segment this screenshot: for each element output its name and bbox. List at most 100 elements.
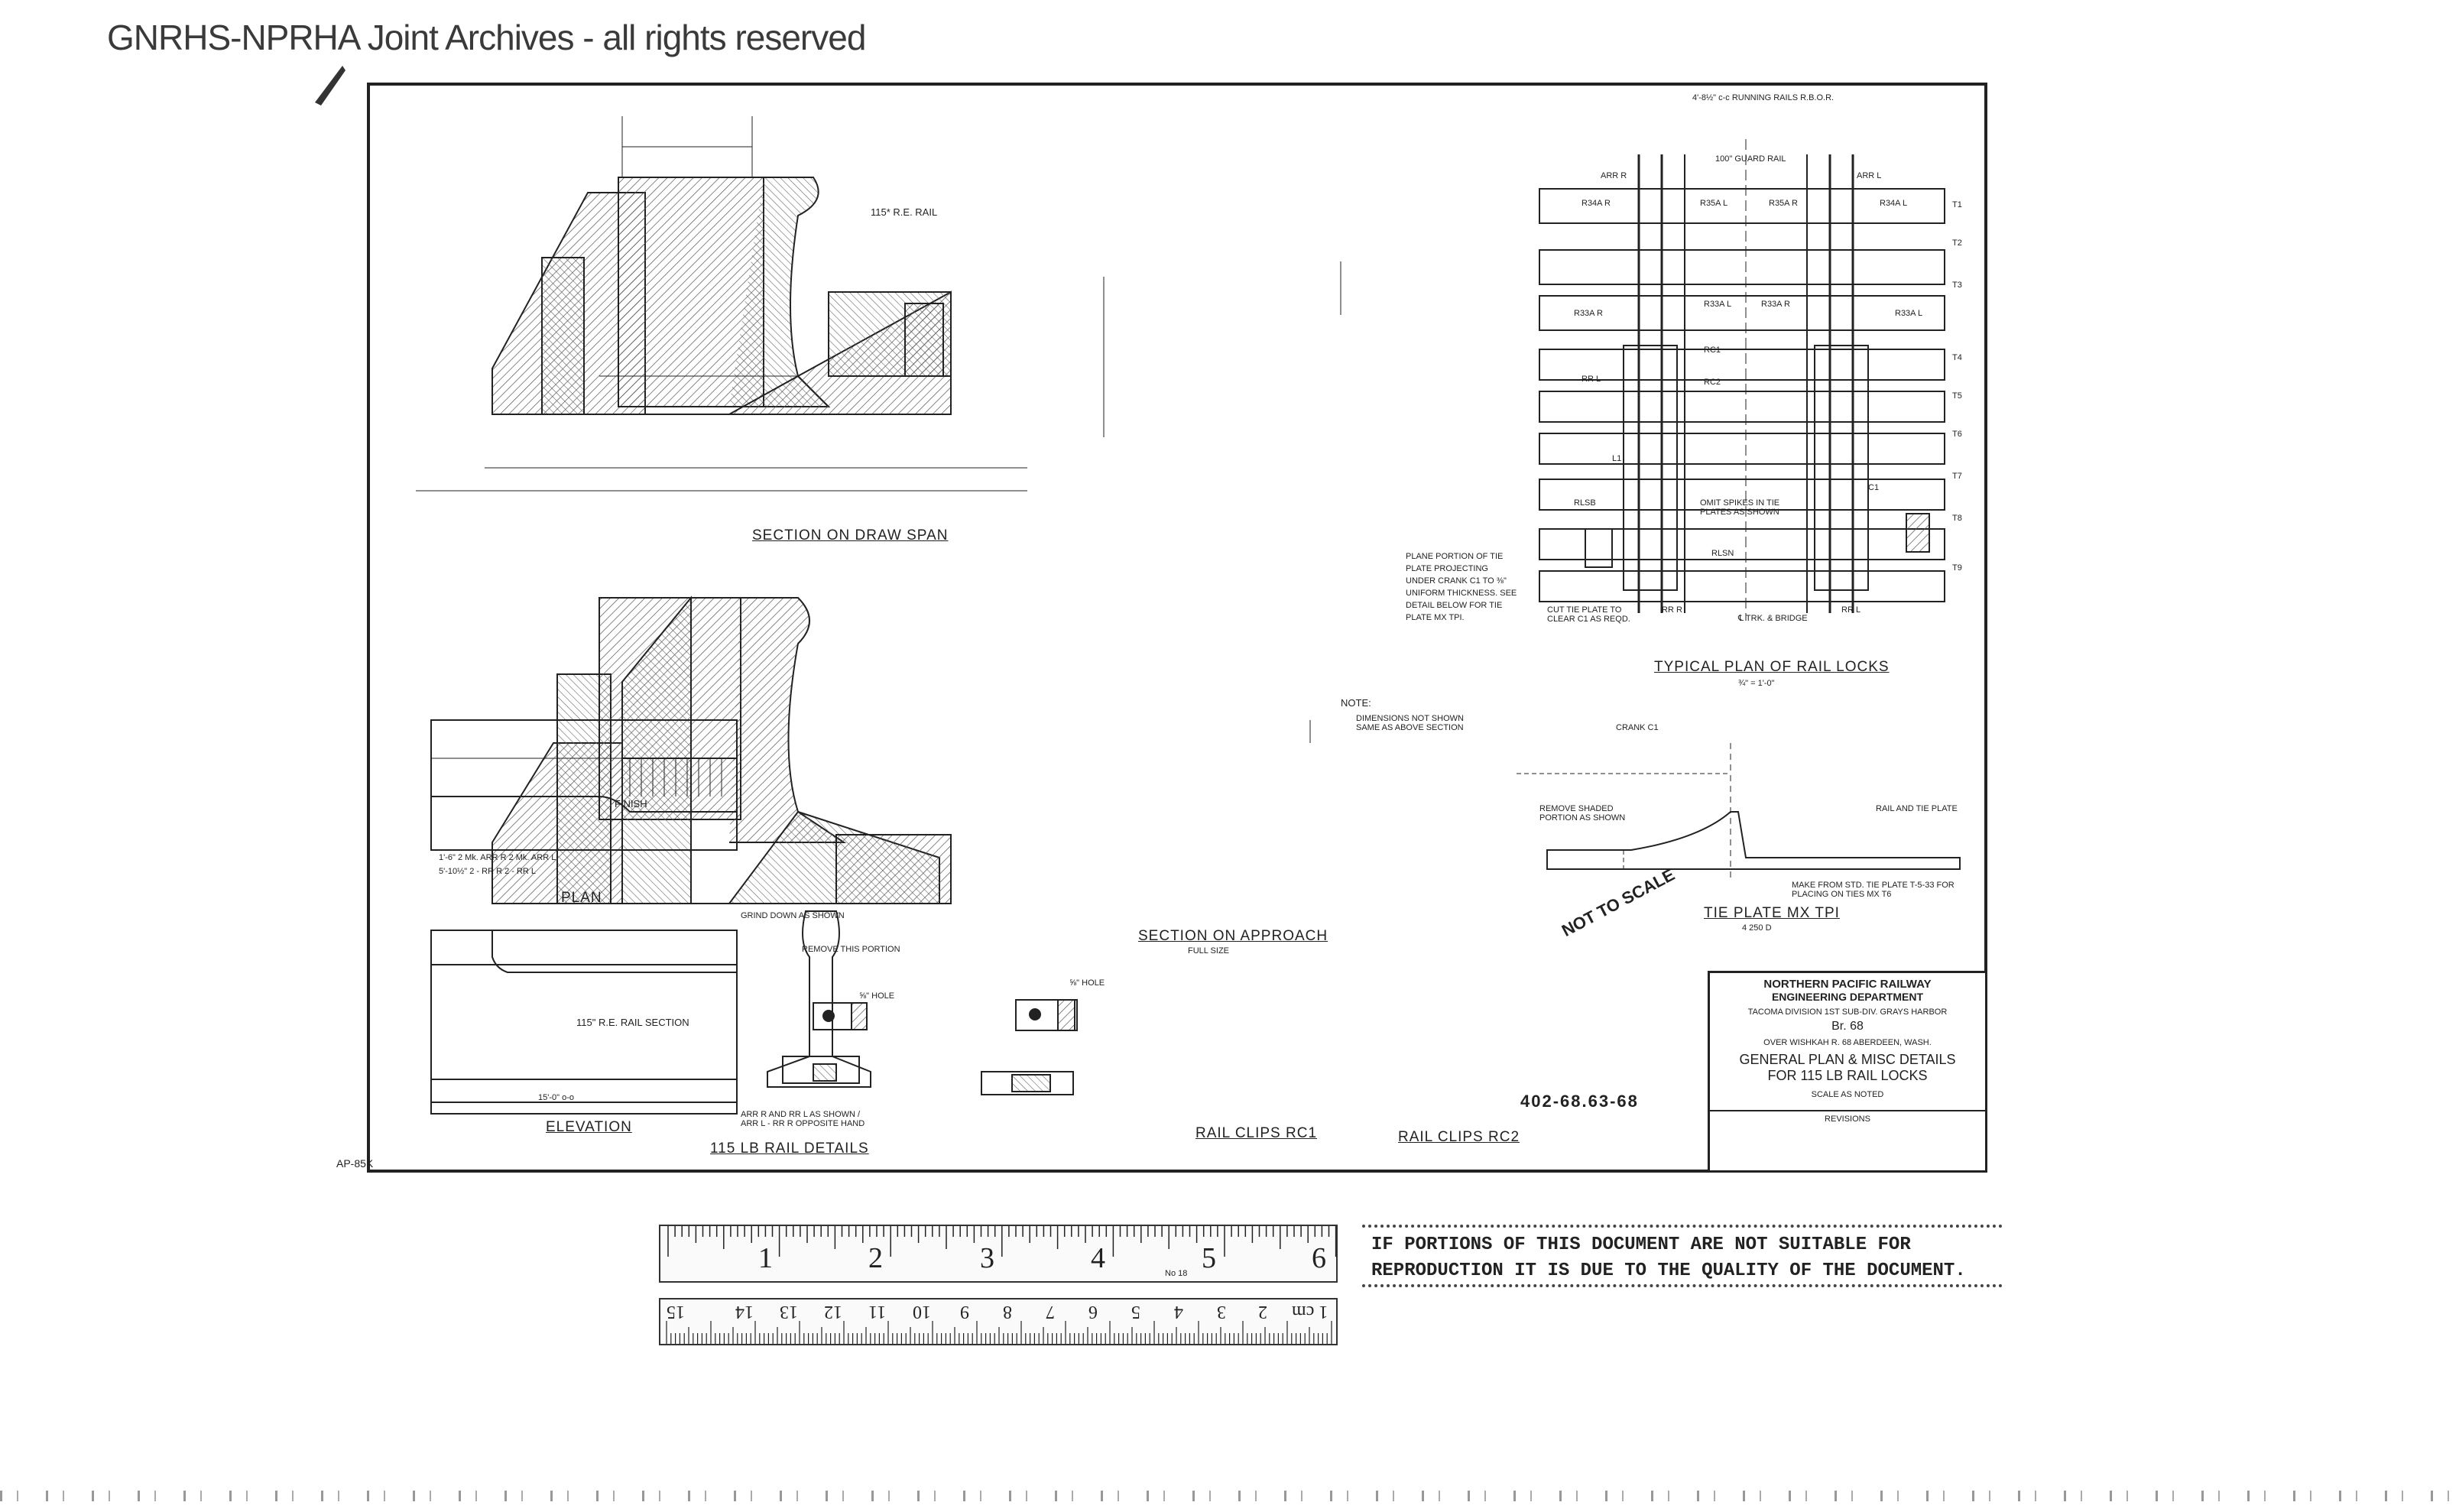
lock-label: R33A L [1704,300,1732,309]
ruler-number: 2 [868,1242,883,1274]
rc1-hole-label: ⅝" HOLE [859,991,895,1001]
lock-label: L1 [1612,454,1622,463]
lock-label: RLSN [1711,549,1734,558]
inch-ruler-ticks [667,1226,1336,1257]
tie-label: T4 [1952,353,1962,362]
cm-ruler: 1 cm 2 3 4 5 6 7 8 9 10 11 12 13 14 15 [659,1298,1338,1345]
scale-note: SCALE AS NOTED [1811,1090,1884,1099]
plane-portion-note: PLANE PORTION OF TIE PLATE PROJECTING UN… [1406,552,1517,622]
finish-label: FINISH [615,798,647,810]
tie-plate-scale: 4 250 D [1742,923,1772,933]
tie-label: T7 [1952,472,1962,481]
rail-clips-rc1-drawing [782,1002,868,1084]
lock-label: ARR L [1857,171,1882,180]
tie-label: T3 [1952,281,1962,290]
rail-details-title: 115 LB RAIL DETAILS [710,1140,869,1157]
lock-label: RC2 [1704,378,1721,387]
bridge-number: Br. 68 [1831,1020,1864,1033]
section-draw-span-title: SECTION ON DRAW SPAN [752,527,949,543]
ap-label: AP-85K [336,1157,374,1170]
tie-plate-title: TIE PLATE MX TPI [1704,905,1840,921]
plan-dim-2: 5'-10½" 2 - RR R 2 - RR L [439,867,537,876]
tie-label: T8 [1952,514,1962,523]
pen-mark-icon [315,66,345,105]
guard-rail-label: 100" GUARD RAIL [1715,154,1786,164]
ruler-number: 5 [1202,1242,1216,1274]
ruler-number: 6 [1312,1242,1326,1274]
ruler-cm-number: 12 [824,1302,842,1322]
tie-label: T5 [1952,391,1962,401]
note-title: NOTE: [1341,697,1371,709]
river-info: OVER WISHKAH R. 68 ABERDEEN, WASH. [1763,1038,1932,1047]
section-approach-scale: FULL SIZE [1188,946,1229,956]
inch-ruler: 1 2 3 4 5 6 No 18 [659,1225,1338,1283]
lock-label: RR R [1662,605,1682,615]
rail-profile [767,910,871,1088]
lock-label: RLSB [1574,498,1596,508]
department-name: ENGINEERING DEPARTMENT [1771,991,1924,1003]
rail-clips-rc2-drawing [981,999,1078,1095]
lock-label: RR L [1581,375,1601,384]
note-text: DIMENSIONS NOT SHOWN SAME AS ABOVE SECTI… [1356,714,1464,732]
typical-plan-title: TYPICAL PLAN OF RAIL LOCKS [1654,659,1890,675]
lock-label: R33A L [1895,309,1923,318]
running-rails-label: 4'-8½" c-c RUNNING RAILS R.B.O.R. [1692,93,1835,102]
ruler-cm-number: 10 [913,1302,931,1322]
ruler-cm-number: 4 [1174,1302,1183,1322]
elevation-title: ELEVATION [546,1119,632,1135]
rail-details-plan [430,719,738,851]
elevation-dim: 15'-0" o-o [538,1093,574,1102]
division-info: TACOMA DIVISION 1ST SUB-DIV. GRAYS HARBO… [1747,1007,1948,1017]
remove-shaded-note: REMOVE SHADED PORTION AS SHOWN [1539,804,1626,823]
ruler-cm-number: 7 [1046,1302,1055,1322]
ruler-cm-number: 8 [1003,1302,1012,1322]
title-block: NORTHERN PACIFIC RAILWAY ENGINEERING DEP… [1708,971,1987,1173]
ruler-cm-number: 6 [1088,1302,1098,1322]
ruler-cm-number: 11 [868,1302,887,1322]
engineering-drawing [416,116,1961,1115]
drawing-sheet: SECTION ON DRAW SPAN 115* R.E. RAIL SECT… [367,83,1987,1173]
typical-plan-scale: ¾" = 1'-0" [1738,679,1775,688]
plan-title: PLAN [561,890,602,906]
drawing-number: 402-68.63-68 [1520,1092,1639,1111]
reproduction-notice: IF PORTIONS OF THIS DOCUMENT ARE NOT SUI… [1362,1225,2003,1287]
lock-label: RC1 [1704,346,1721,355]
lock-label: R34A R [1581,199,1611,208]
ruler-cm-number: 5 [1131,1302,1140,1322]
ruler-cm-number: 14 [735,1302,754,1322]
plan-dim-1: 1'-6" 2 Mk. ARR R 2 Mk. ARR L [439,853,556,862]
section-draw-span [416,116,1027,492]
archive-watermark: GNRHS-NPRHA Joint Archives - all rights … [107,18,866,57]
lock-label: R34A L [1880,199,1908,208]
lock-label: R33A R [1574,309,1603,318]
lock-label: R35A R [1769,199,1798,208]
lock-label: ARR R [1601,171,1627,180]
scan-edge-noise [0,1491,2459,1501]
cm-ruler-ticks [666,1321,1332,1344]
typical-plan-rail-locks [1539,139,1945,621]
ruler-number: 4 [1091,1242,1105,1274]
cut-tie-plate-note: CUT TIE PLATE TO CLEAR C1 AS REQD. [1547,605,1630,624]
tie-label: T2 [1952,238,1962,248]
section-approach-title: SECTION ON APPROACH [1138,928,1328,944]
remove-portion-note: REMOVE THIS PORTION [802,945,900,954]
track-bridge-label: ℄ TRK. & BRIDGE [1738,614,1808,623]
tie-label: T1 [1952,200,1962,209]
ruler-model-label: No 18 [1165,1269,1188,1278]
lock-label: R33A R [1761,300,1790,309]
tie-plate-drawing [1517,743,1961,881]
grind-down-note: GRIND DOWN AS SHOWN [741,911,845,920]
tie-label: T6 [1952,430,1962,439]
title-line-1: GENERAL PLAN & MISC DETAILS [1739,1052,1956,1067]
title-line-2: FOR 115 LB RAIL LOCKS [1767,1068,1928,1083]
ruler-cm-number: 13 [780,1302,798,1322]
revisions-header: REVISIONS [1710,1110,1985,1124]
ruler-cm-number: 15 [667,1302,685,1322]
section-approach [491,595,952,904]
rc2-hole-label: ⅝" HOLE [1069,978,1105,988]
ruler-number: 3 [980,1242,994,1274]
rail-clips-rc1-title: RAIL CLIPS RC1 [1195,1125,1318,1141]
rail-tie-plate-label: RAIL AND TIE PLATE [1876,804,1958,813]
ruler-number: 1 [758,1242,773,1274]
lock-label: RR L [1841,605,1861,615]
